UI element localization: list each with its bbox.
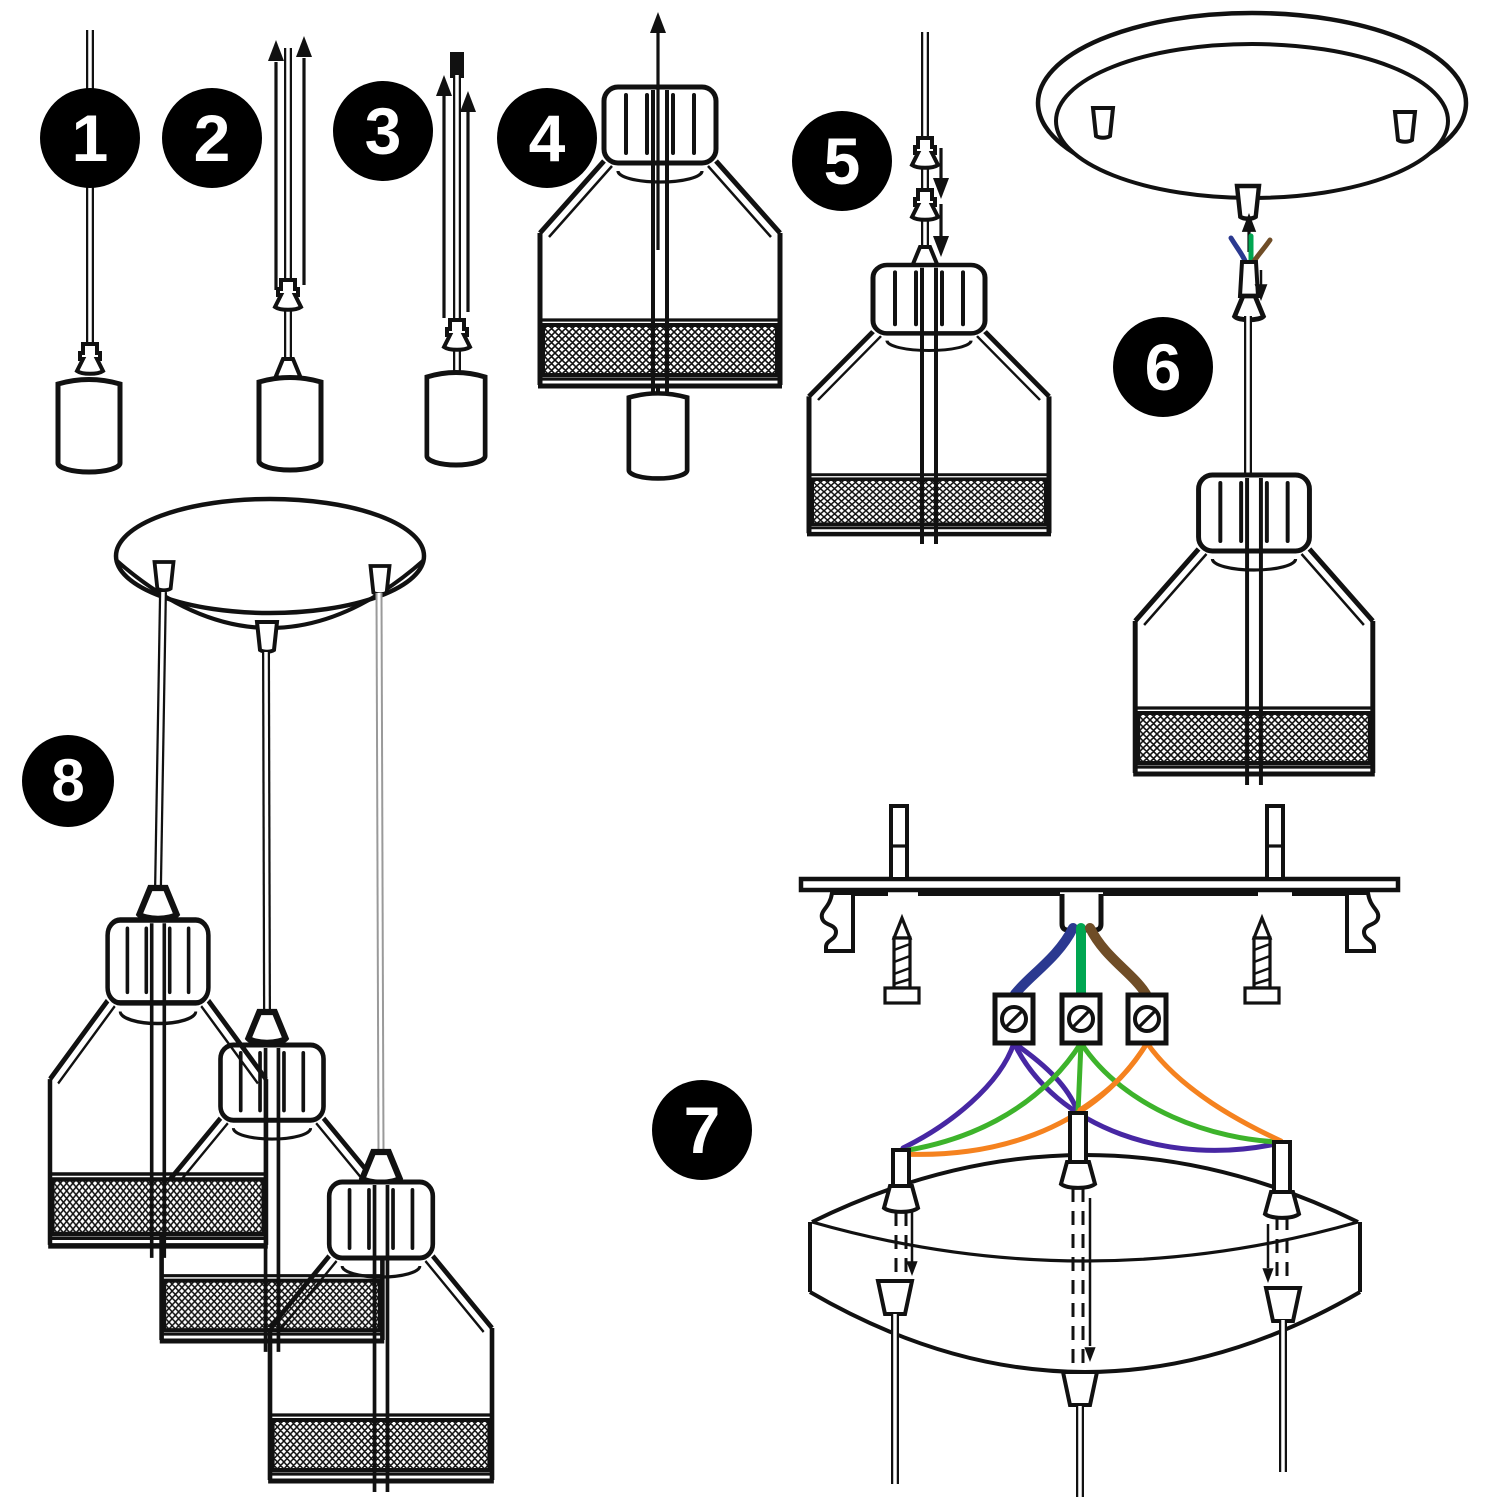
cord-stub: [891, 1148, 911, 1190]
cord-grip: [910, 188, 940, 222]
step-3-badge: 3: [333, 81, 433, 181]
cage-shade: [1133, 475, 1375, 785]
cord-stub: [1272, 1140, 1292, 1196]
bracket-hook: [819, 891, 855, 953]
bracket-hook: [1345, 891, 1381, 953]
screw-icon: [883, 916, 921, 1005]
up-arrow-icon: [460, 91, 476, 112]
wire-purple: [1011, 1040, 1283, 1153]
strain-relief-cone: [1263, 1190, 1301, 1220]
strain-relief-cone: [1059, 1160, 1097, 1190]
cord-stub: [1068, 1111, 1088, 1165]
up-arrow-icon: [268, 40, 284, 61]
step-6-figure: [1035, 10, 1469, 785]
wire-blue: [1228, 235, 1249, 266]
step-5-figure: [807, 32, 1051, 544]
down-arrow-icon: [1084, 1347, 1096, 1362]
cord-tip: [450, 52, 464, 78]
step-8-badge: 8: [22, 735, 114, 827]
wire-purple: [900, 1040, 1017, 1151]
lamp-holder: [259, 378, 321, 471]
strain-relief-cone: [1264, 1286, 1302, 1323]
up-arrow-shafts: [274, 58, 306, 290]
cord-grip: [910, 136, 940, 170]
step-6-badge: 6: [1113, 317, 1213, 417]
dashed-cord: [894, 1212, 908, 1278]
canopy-cord-grip: [1091, 106, 1115, 140]
down-arrow-icon: [933, 236, 949, 257]
canopy-cord-grip: [1237, 186, 1259, 219]
step-7-badge: 7: [652, 1080, 752, 1180]
wire-green: [1078, 1040, 1283, 1145]
step-8-figure: [48, 496, 494, 1492]
wire-orange: [1077, 1040, 1150, 1113]
canopy-cord-grip: [255, 620, 279, 654]
wire-orange: [1144, 1040, 1284, 1144]
wire-green: [900, 1040, 1084, 1154]
up-arrow-icon: [296, 36, 312, 57]
ceiling-canopy: [113, 496, 427, 654]
bracket-post: [1265, 804, 1285, 881]
canopy-cord-grip: [1393, 110, 1417, 144]
wire-brown: [1085, 923, 1151, 999]
step-4-badge: 4: [497, 88, 597, 188]
down-arrow-icon: [933, 178, 949, 199]
wire-green: [1075, 1040, 1084, 1115]
strain-relief-cone: [882, 1184, 920, 1214]
canopy-cord-grip: [368, 564, 392, 597]
cord-grip: [75, 342, 105, 376]
step-4-figure: [538, 12, 782, 478]
strain-relief-cone: [362, 1152, 399, 1183]
wire-purple: [1011, 1040, 1080, 1113]
wire-brown: [1250, 237, 1273, 266]
down-arrow-icon: [1262, 1268, 1274, 1283]
dashed-cord: [1275, 1216, 1289, 1285]
wire-fan: [900, 1040, 1284, 1157]
step-1-badge: 1: [40, 88, 140, 188]
screw-icon: [1243, 916, 1281, 1005]
strain-relief-cone: [1061, 1370, 1099, 1407]
up-arrow-shafts: [442, 96, 470, 318]
step-3-figure: [427, 52, 485, 465]
wire-blue: [1010, 923, 1078, 999]
terminal-block: [1128, 995, 1166, 1043]
down-arrow-icon: [906, 1261, 918, 1276]
lamp-holder: [427, 373, 485, 466]
cord-ferrule: [1237, 260, 1261, 298]
terminal-block: [995, 995, 1033, 1043]
lamp-holder: [629, 393, 687, 478]
ceiling-canopy: [1035, 10, 1469, 219]
cage-shade: [807, 265, 1051, 544]
step-7-figure: [798, 804, 1401, 1497]
cord-grip: [442, 318, 472, 352]
strain-relief-cone: [876, 1279, 914, 1316]
canopy-cord-grip: [152, 560, 176, 593]
cord-grip: [273, 278, 303, 312]
lamp-holder: [58, 380, 120, 473]
up-arrow-icon: [650, 12, 666, 33]
step-5-badge: 5: [792, 111, 892, 211]
dashed-cord: [1071, 1188, 1085, 1368]
terminal-block: [1062, 995, 1100, 1043]
up-arrow-icon: [436, 75, 452, 96]
step-2-figure: [259, 36, 321, 470]
step-2-badge: 2: [162, 88, 262, 188]
bracket-post: [889, 804, 909, 881]
strain-relief-cone: [139, 888, 176, 919]
strain-relief-cone: [248, 1012, 285, 1043]
mounting-bracket: [798, 804, 1401, 953]
